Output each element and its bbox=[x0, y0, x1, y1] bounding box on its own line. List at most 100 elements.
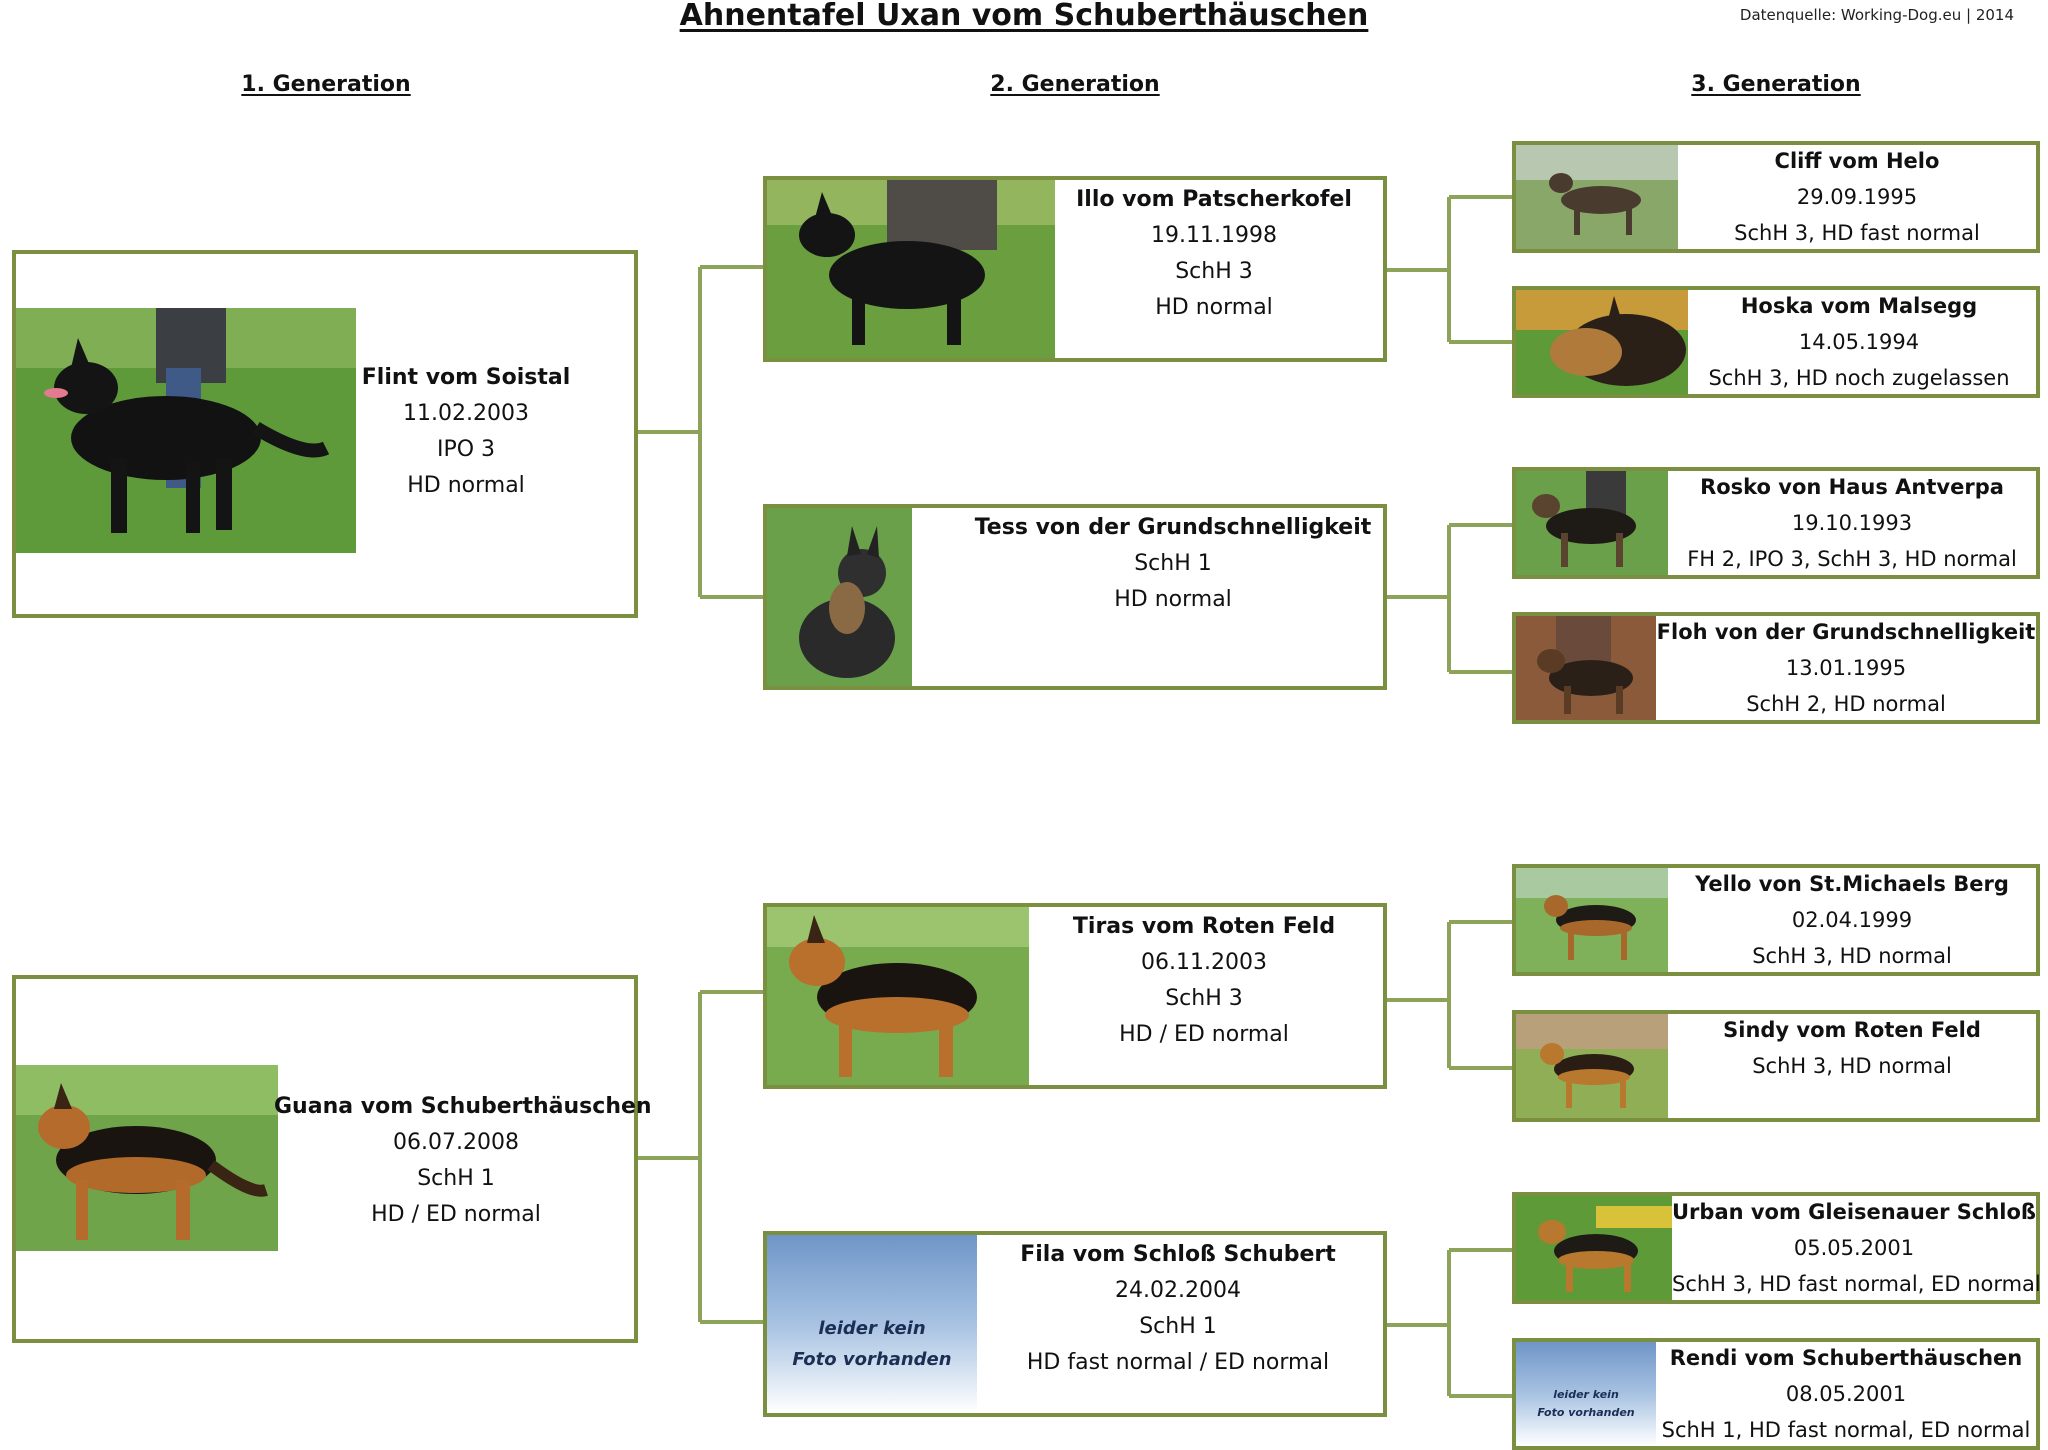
dog-info-guana: Guana vom Schuberthäuschen 06.07.2008 Sc… bbox=[274, 1089, 652, 1233]
generation-1-header: 1. Generation bbox=[241, 72, 411, 97]
connector-tess bbox=[1386, 523, 1512, 674]
connector-fila bbox=[1386, 1248, 1512, 1398]
connector-tiras bbox=[1386, 920, 1512, 1070]
dog-photo-guana bbox=[16, 1065, 278, 1251]
dog-photo-yello bbox=[1516, 868, 1668, 972]
dog-name: Sindy vom Roten Feld bbox=[1723, 1018, 1981, 1042]
dog-card-guana[interactable]: Guana vom Schuberthäuschen 06.07.2008 Sc… bbox=[12, 975, 652, 1343]
dog-photo-sindy bbox=[1516, 1014, 1668, 1118]
page-title: Ahnentafel Uxan vom Schuberthäuschen bbox=[679, 0, 1369, 33]
dog-info-rosko: Rosko von Haus Antverpa 19.10.1993 FH 2,… bbox=[1668, 469, 2036, 577]
dog-detail: HD normal bbox=[407, 473, 525, 498]
dog-card-floh[interactable]: Floh von der Grundschnelligkeit 13.01.19… bbox=[1512, 612, 2040, 724]
generation-3-header: 3. Generation bbox=[1691, 72, 1861, 97]
dog-detail: HD normal bbox=[1155, 295, 1273, 320]
dog-photo-rosko bbox=[1516, 471, 1668, 575]
dog-detail: HD fast normal / ED normal bbox=[1026, 1350, 1330, 1375]
dog-name: Fila vom Schloß Schubert bbox=[1020, 1242, 1336, 1267]
dog-info-cliff: Cliff vom Helo 29.09.1995 SchH 3, HD fas… bbox=[1678, 143, 2036, 251]
dog-name: Flint vom Soistal bbox=[361, 365, 571, 390]
no-photo-placeholder: leider kein Foto vorhanden bbox=[767, 1235, 977, 1413]
dog-detail: FH 2, IPO 3, SchH 3, HD normal bbox=[1687, 547, 2017, 571]
dog-info-illo: Illo vom Patscherkofel 19.11.1998 SchH 3… bbox=[1049, 182, 1379, 326]
dog-name: Floh von der Grundschnelligkeit bbox=[1656, 620, 2036, 644]
dog-detail: 13.01.1995 bbox=[1785, 656, 1907, 680]
dog-detail: SchH 2, HD normal bbox=[1746, 692, 1946, 716]
dog-name: Yello von St.Michaels Berg bbox=[1695, 872, 2009, 896]
no-photo-placeholder: leider kein Foto vorhanden bbox=[1516, 1342, 1656, 1446]
dog-info-rendi: Rendi vom Schuberthäuschen 08.05.2001 Sc… bbox=[1656, 1340, 2036, 1448]
dog-info-urban: Urban vom Gleisenauer Schloß 05.05.2001 … bbox=[1672, 1194, 2041, 1302]
dog-info-hoska: Hoska vom Malsegg 14.05.1994 SchH 3, HD … bbox=[1682, 288, 2036, 396]
dog-detail: SchH 1 bbox=[417, 1166, 495, 1191]
dog-info-yello: Yello von St.Michaels Berg 02.04.1999 Sc… bbox=[1668, 866, 2036, 974]
dog-detail: 06.07.2008 bbox=[393, 1130, 519, 1155]
dog-photo-hoska bbox=[1516, 290, 1688, 394]
dog-info-tess: Tess von der Grundschnelligkeit SchH 1 H… bbox=[967, 510, 1379, 618]
dog-photo-floh bbox=[1516, 616, 1656, 720]
dog-card-tess[interactable]: Tess von der Grundschnelligkeit SchH 1 H… bbox=[763, 504, 1387, 690]
dog-photo-flint bbox=[16, 308, 356, 553]
dog-detail: SchH 1 bbox=[1134, 551, 1212, 576]
dog-info-tiras: Tiras vom Roten Feld 06.11.2003 SchH 3 H… bbox=[1029, 909, 1379, 1053]
dog-detail: SchH 3, HD normal bbox=[1752, 1054, 1952, 1078]
dog-info-floh: Floh von der Grundschnelligkeit 13.01.19… bbox=[1656, 614, 2036, 722]
dog-detail: SchH 3, HD fast normal bbox=[1734, 221, 1980, 245]
dog-detail: SchH 3, HD noch zugelassen bbox=[1708, 366, 2010, 390]
dog-detail: SchH 3 bbox=[1165, 986, 1243, 1011]
dog-detail: HD normal bbox=[1114, 587, 1232, 612]
dog-name: Urban vom Gleisenauer Schloß bbox=[1672, 1200, 2037, 1224]
dog-card-yello[interactable]: Yello von St.Michaels Berg 02.04.1999 Sc… bbox=[1512, 864, 2040, 976]
dog-card-cliff[interactable]: Cliff vom Helo 29.09.1995 SchH 3, HD fas… bbox=[1512, 141, 2040, 253]
dog-photo-illo bbox=[767, 180, 1055, 358]
dog-card-tiras[interactable]: Tiras vom Roten Feld 06.11.2003 SchH 3 H… bbox=[763, 903, 1387, 1089]
dog-name: Tess von der Grundschnelligkeit bbox=[974, 515, 1372, 540]
dog-name: Hoska vom Malsegg bbox=[1740, 294, 1978, 318]
dog-card-illo[interactable]: Illo vom Patscherkofel 19.11.1998 SchH 3… bbox=[763, 176, 1387, 362]
dog-detail: 29.09.1995 bbox=[1796, 185, 1918, 209]
dog-detail: 06.11.2003 bbox=[1141, 950, 1267, 975]
dog-card-urban[interactable]: Urban vom Gleisenauer Schloß 05.05.2001 … bbox=[1512, 1192, 2041, 1304]
dog-card-fila[interactable]: leider kein Foto vorhanden Fila vom Schl… bbox=[763, 1231, 1387, 1417]
dog-card-rendi[interactable]: leider kein Foto vorhanden Rendi vom Sch… bbox=[1512, 1338, 2040, 1450]
dog-detail: 19.11.1998 bbox=[1151, 223, 1277, 248]
dog-photo-urban bbox=[1516, 1196, 1672, 1300]
dog-name: Tiras vom Roten Feld bbox=[1072, 914, 1336, 939]
dog-detail: 08.05.2001 bbox=[1785, 1382, 1907, 1406]
dog-detail: HD / ED normal bbox=[371, 1202, 541, 1227]
dog-detail: SchH 3, HD fast normal, ED normal bbox=[1672, 1272, 2041, 1296]
connector-flint bbox=[636, 265, 763, 599]
dog-detail: SchH 3 bbox=[1175, 259, 1253, 284]
dog-name: Rendi vom Schuberthäuschen bbox=[1669, 1346, 2023, 1370]
dog-detail: 05.05.2001 bbox=[1793, 1236, 1915, 1260]
generation-2-header: 2. Generation bbox=[990, 72, 1160, 97]
dog-name: Rosko von Haus Antverpa bbox=[1700, 475, 2004, 499]
connector-illo bbox=[1386, 195, 1512, 344]
dog-photo-tess bbox=[767, 508, 912, 686]
dog-name: Illo vom Patscherkofel bbox=[1076, 187, 1352, 212]
dog-card-rosko[interactable]: Rosko von Haus Antverpa 19.10.1993 FH 2,… bbox=[1512, 467, 2040, 579]
dog-card-hoska[interactable]: Hoska vom Malsegg 14.05.1994 SchH 3, HD … bbox=[1512, 286, 2040, 398]
dog-detail: 24.02.2004 bbox=[1115, 1278, 1241, 1303]
dog-photo-cliff bbox=[1516, 145, 1678, 249]
data-source: Datenquelle: Working-Dog.eu | 2014 bbox=[1739, 6, 2014, 24]
dog-card-flint[interactable]: Flint vom Soistal 11.02.2003 IPO 3 HD no… bbox=[12, 250, 638, 618]
dog-detail: HD / ED normal bbox=[1119, 1022, 1289, 1047]
dog-detail: SchH 3, HD normal bbox=[1752, 944, 1952, 968]
dog-info-fila: Fila vom Schloß Schubert 24.02.2004 SchH… bbox=[977, 1237, 1379, 1381]
connector-guana bbox=[636, 990, 763, 1324]
dog-info-flint: Flint vom Soistal 11.02.2003 IPO 3 HD no… bbox=[346, 360, 586, 504]
dog-detail: 19.10.1993 bbox=[1791, 511, 1913, 535]
dog-detail: SchH 1, HD fast normal, ED normal bbox=[1661, 1418, 2031, 1442]
dog-photo-tiras bbox=[767, 907, 1029, 1085]
dog-card-sindy[interactable]: Sindy vom Roten Feld SchH 3, HD normal bbox=[1512, 1010, 2040, 1122]
dog-detail: SchH 1 bbox=[1139, 1314, 1217, 1339]
dog-detail: 11.02.2003 bbox=[403, 401, 529, 426]
dog-detail: IPO 3 bbox=[436, 437, 496, 462]
dog-name: Guana vom Schuberthäuschen bbox=[274, 1094, 652, 1119]
dog-name: Cliff vom Helo bbox=[1774, 149, 1940, 173]
dog-info-sindy: Sindy vom Roten Feld SchH 3, HD normal bbox=[1668, 1012, 2036, 1084]
dog-detail: 02.04.1999 bbox=[1791, 908, 1913, 932]
dog-detail: 14.05.1994 bbox=[1798, 330, 1920, 354]
